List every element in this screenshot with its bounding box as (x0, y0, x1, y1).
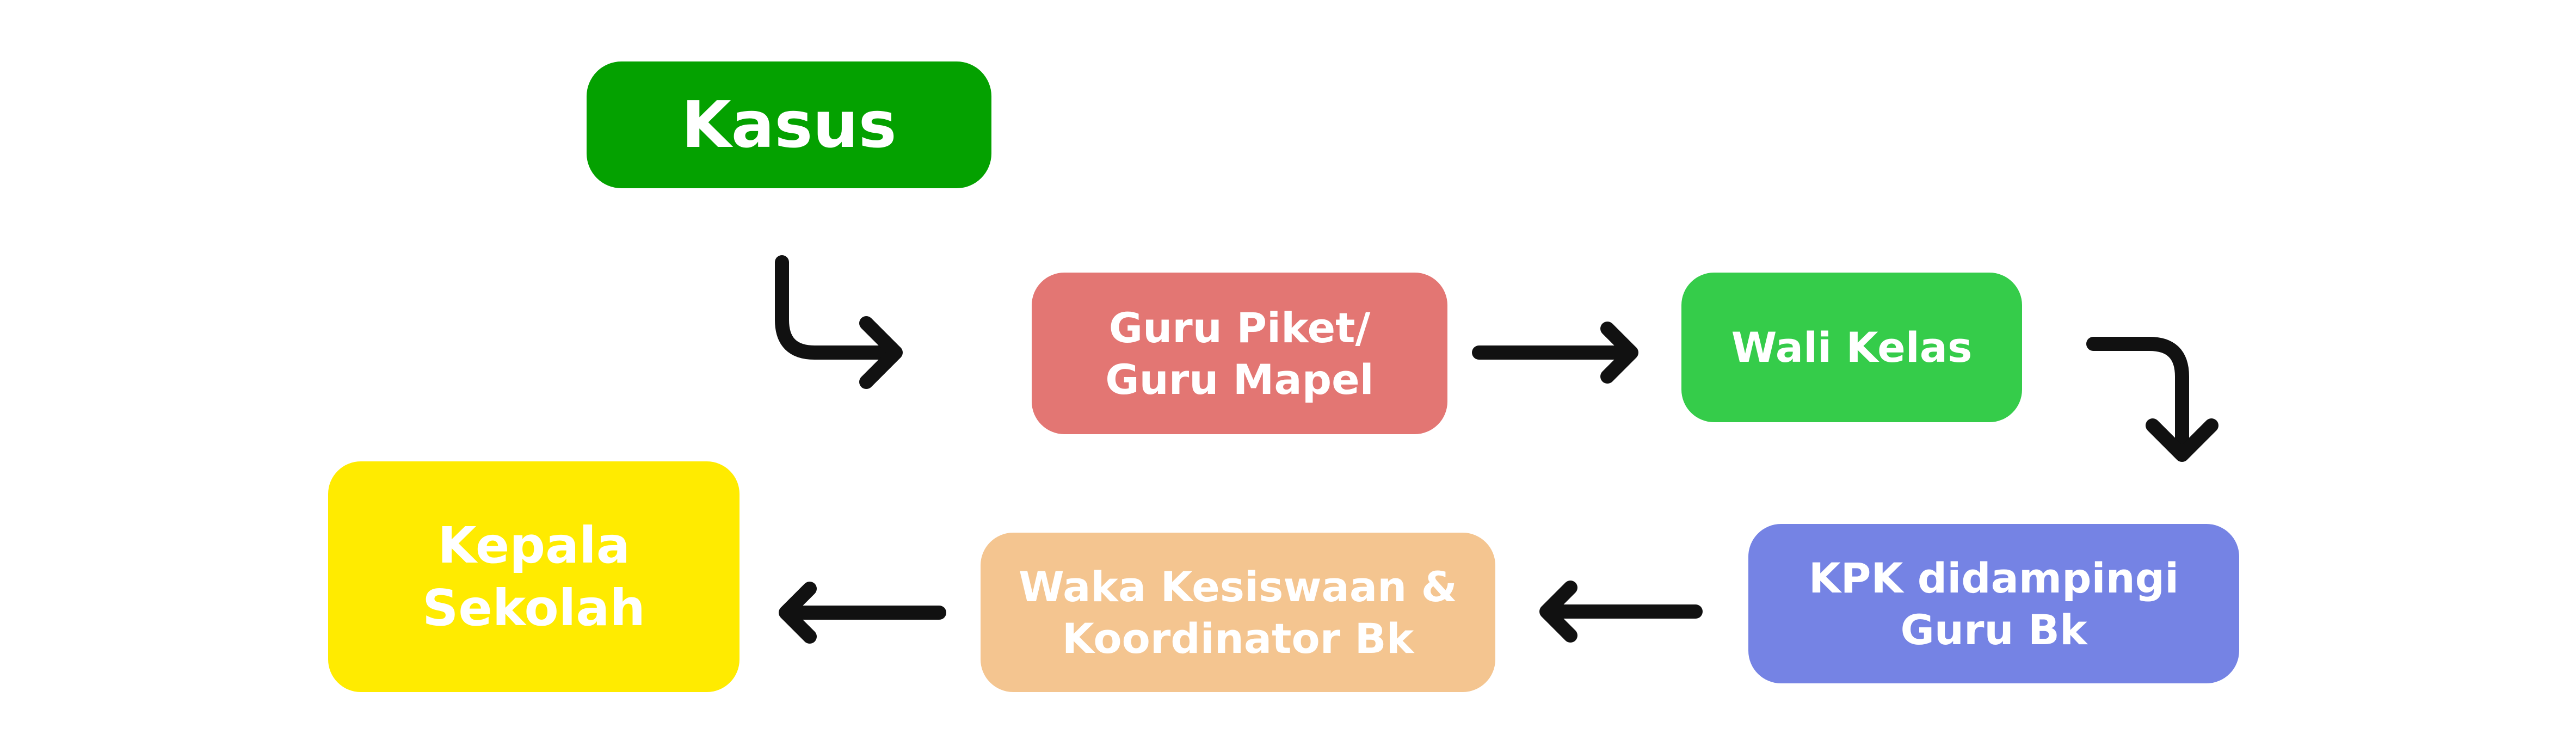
arrow-kasus-to-piket (775, 255, 895, 360)
node-kasus: Kasus (587, 61, 991, 188)
node-waka-line-2: Koordinator Bk (1062, 614, 1414, 663)
node-guru-piket: Guru Piket/ Guru Mapel (1032, 273, 1447, 434)
node-kasus-label: Kasus (681, 87, 897, 162)
node-kepala-line-1: Kepala (437, 516, 630, 575)
node-waka-kesiswaan: Waka Kesiswaan & Koordinator Bk (981, 533, 1495, 692)
arrowhead-kasus-to-piket (859, 316, 903, 389)
node-guru-piket-line-2: Guru Mapel (1105, 355, 1374, 404)
node-wali-kelas: Wali Kelas (1681, 273, 2022, 422)
node-wali-kelas-label: Wali Kelas (1731, 323, 1973, 372)
node-kepala-line-2: Sekolah (422, 579, 645, 637)
arrowhead-piket-to-wali (1600, 322, 1638, 384)
node-kpk-line-1: KPK didampingi (1808, 553, 2179, 602)
node-waka-line-1: Waka Kesiswaan & (1019, 562, 1457, 611)
arrow-wali-to-kpk (2086, 337, 2189, 454)
arrowhead-wali-to-kpk (2146, 418, 2218, 462)
node-kpk: KPK didampingi Guru Bk (1748, 524, 2239, 683)
arrowhead-waka-to-kepala (779, 582, 817, 644)
node-kepala-sekolah: Kepala Sekolah (328, 461, 739, 692)
arrowhead-kpk-to-waka (1539, 581, 1577, 643)
node-kpk-line-2: Guru Bk (1900, 605, 2087, 654)
node-guru-piket-line-1: Guru Piket/ (1108, 303, 1371, 352)
